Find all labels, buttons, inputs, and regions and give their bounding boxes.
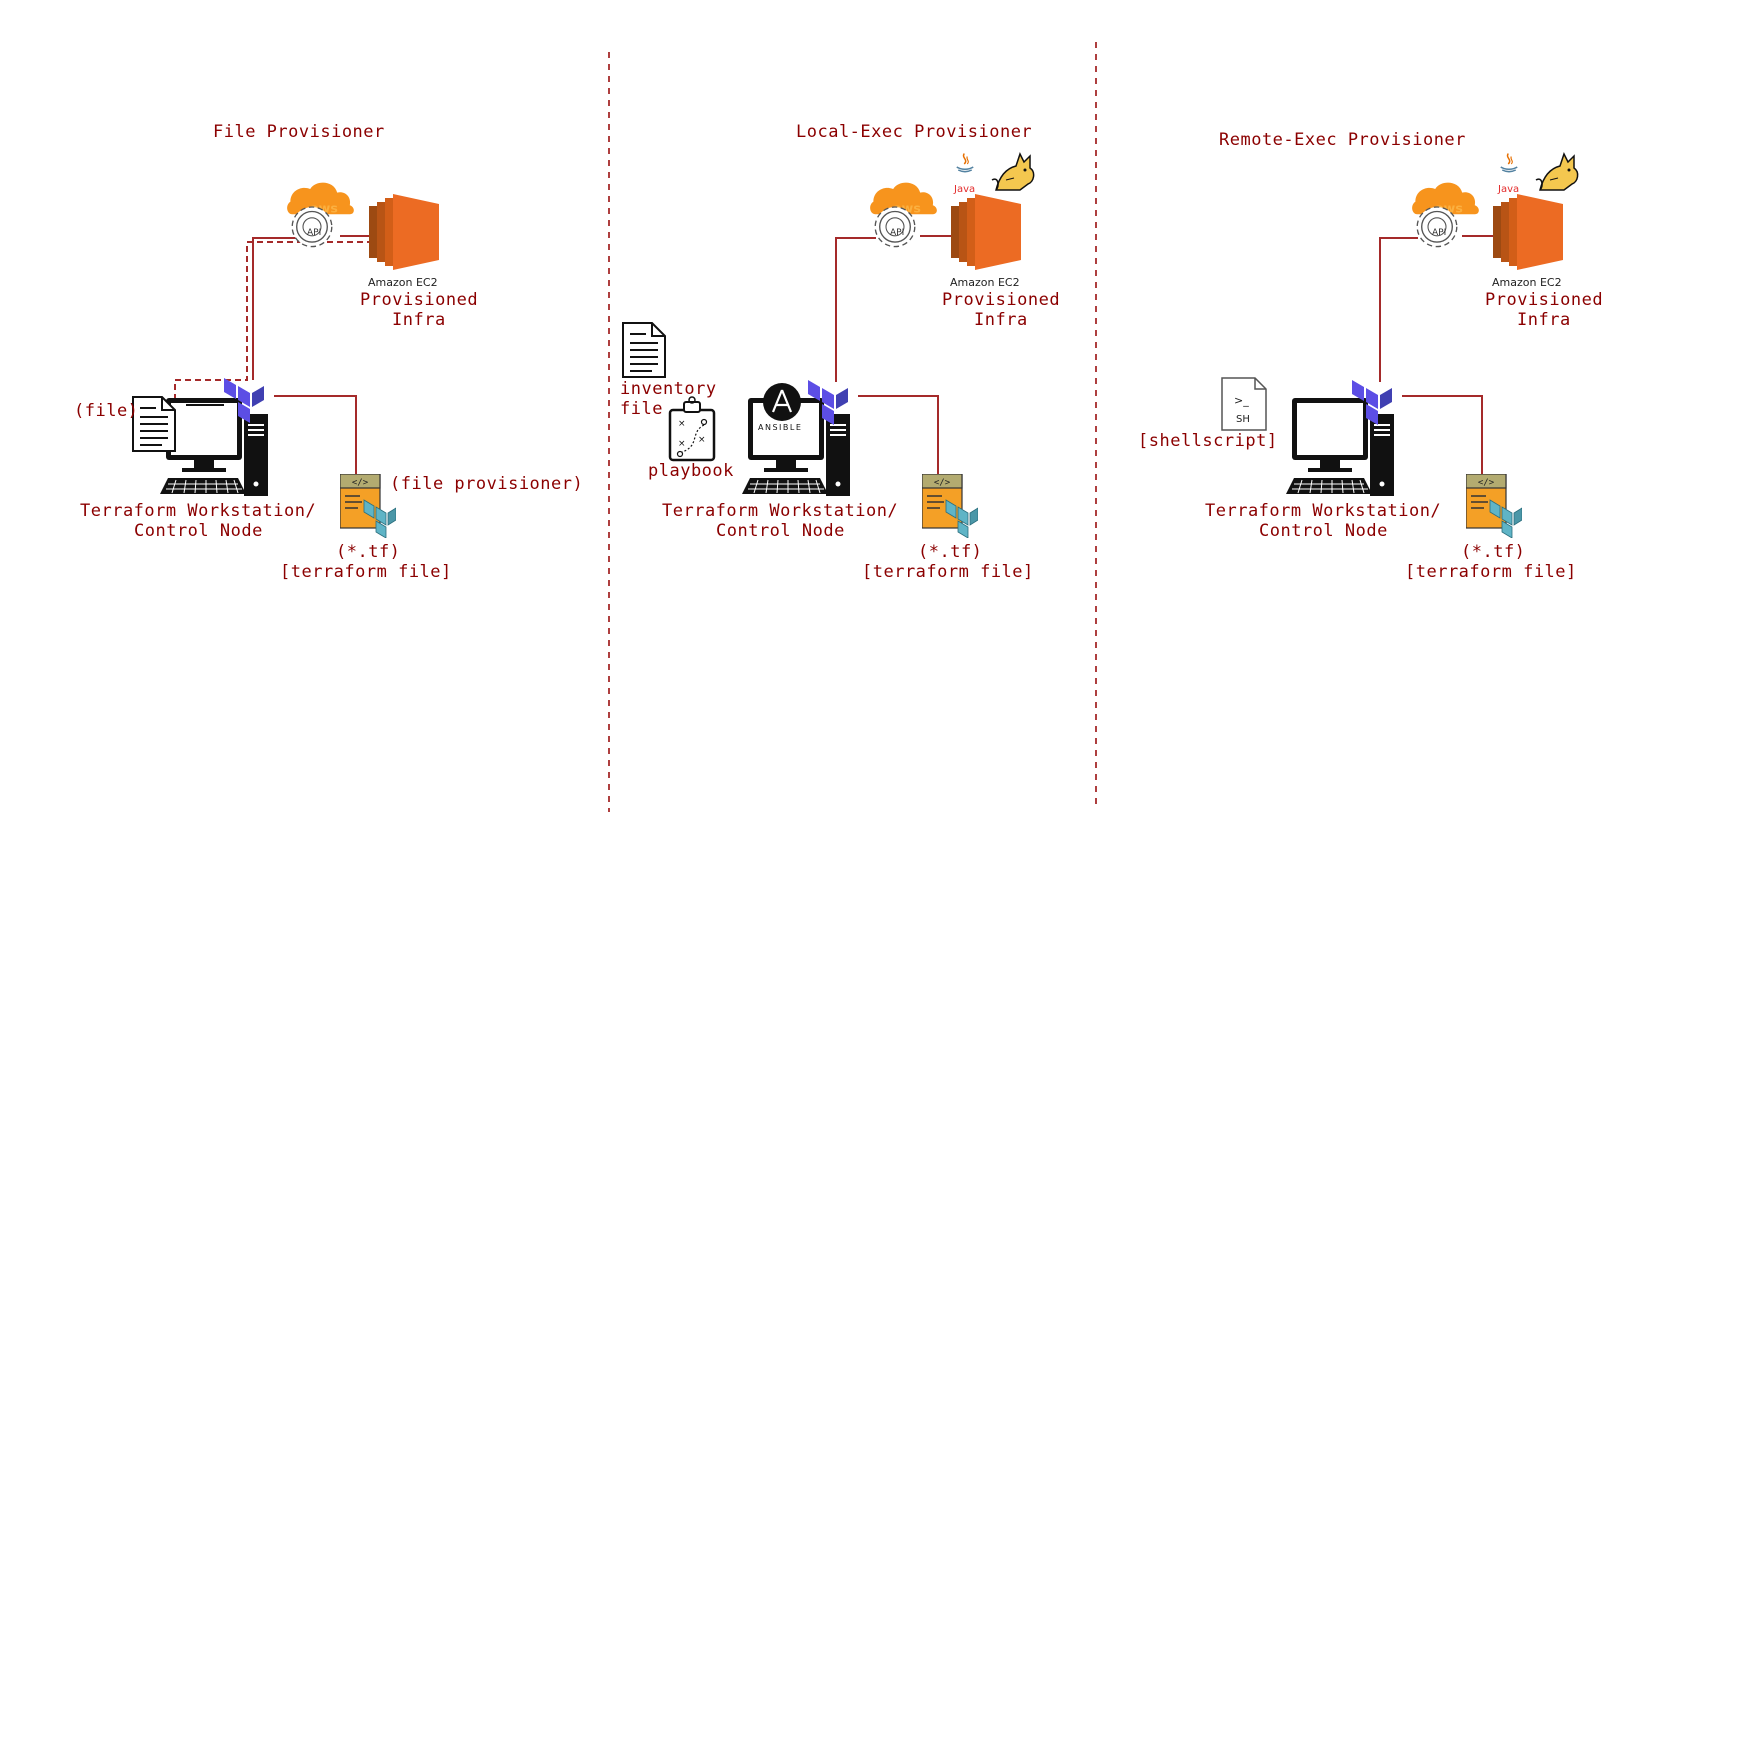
infra-label-line1: Provisioned xyxy=(942,290,1060,310)
infra-label-line1: Provisioned xyxy=(1485,290,1603,310)
node-label-line1: Terraform Workstation/ xyxy=(80,501,316,521)
inventory-label-line1: inventory xyxy=(620,379,717,399)
tf-label-line1: (*.tf) xyxy=(336,542,400,562)
aws-api-icon: API xyxy=(286,181,355,248)
svg-text:×: × xyxy=(678,439,686,449)
java-icon xyxy=(1499,152,1519,173)
ec2-icon xyxy=(369,194,439,270)
ansible-label: ANSIBLE xyxy=(758,423,802,432)
file-provisioner-label: (file provisioner) xyxy=(390,474,583,494)
node-label-line2: Control Node xyxy=(1259,521,1388,541)
connector-tf-to-api xyxy=(1379,237,1418,382)
shellscript-file-icon: >_ SH xyxy=(1221,377,1267,431)
aws-api-icon: API xyxy=(1411,181,1480,248)
api-label: API xyxy=(1432,228,1446,238)
terraform-file-icon xyxy=(1466,474,1522,538)
ec2-label: Amazon EC2 xyxy=(368,276,438,289)
panel-title: File Provisioner xyxy=(213,122,385,142)
tomcat-icon xyxy=(1535,153,1579,191)
infra-label-line2: Infra xyxy=(392,310,446,330)
tomcat-icon xyxy=(991,153,1035,191)
screen-dash xyxy=(186,404,224,406)
ansible-logo-icon: ANSIBLE xyxy=(758,383,802,432)
ec2-label: Amazon EC2 xyxy=(950,276,1020,289)
infra-label-line2: Infra xyxy=(974,310,1028,330)
ec2-label: Amazon EC2 xyxy=(1492,276,1562,289)
connector-tf-to-tffile xyxy=(1402,395,1483,474)
java-label: Java xyxy=(1497,184,1519,195)
infra-label-line2: Infra xyxy=(1517,310,1571,330)
file-transfer-path xyxy=(174,241,370,400)
tf-label-line2: [terraform file] xyxy=(280,562,452,582)
node-label-line1: Terraform Workstation/ xyxy=(1205,501,1441,521)
tf-label-line1: (*.tf) xyxy=(1461,542,1525,562)
panel-remote-exec-provisioner: Remote-Exec Provisioner API Java Amazon … xyxy=(1138,130,1603,582)
tf-label-line2: [terraform file] xyxy=(862,562,1034,582)
panel-local-exec-provisioner: Local-Exec Provisioner API Java Amazon E… xyxy=(620,122,1060,582)
node-label-line2: Control Node xyxy=(134,521,263,541)
panel-title: Local-Exec Provisioner xyxy=(796,122,1032,142)
svg-text:×: × xyxy=(698,435,706,445)
sh-prompt: >_ xyxy=(1234,394,1249,407)
aws-api-icon: API xyxy=(869,181,938,248)
ec2-icon xyxy=(951,194,1021,270)
sh-label: SH xyxy=(1236,414,1250,425)
api-label: API xyxy=(307,228,321,238)
connector-tf-to-api xyxy=(252,237,296,380)
infra-label-line1: Provisioned xyxy=(360,290,478,310)
playbook-clipboard-icon: × × × xyxy=(668,396,716,462)
api-label: API xyxy=(890,228,904,238)
connector-tf-to-tffile xyxy=(274,395,357,474)
tf-label-line2: [terraform file] xyxy=(1405,562,1577,582)
inventory-document-icon xyxy=(622,322,666,378)
terraform-file-icon xyxy=(340,474,396,538)
terraform-file-icon xyxy=(922,474,978,538)
svg-text:×: × xyxy=(678,419,686,429)
inventory-label-line2: file xyxy=(620,399,663,419)
panel-file-provisioner: File Provisioner API Amazon EC2 Provisio… xyxy=(74,122,583,582)
java-icon xyxy=(955,152,975,173)
java-label: Java xyxy=(953,184,975,195)
file-document-icon xyxy=(132,396,176,452)
shellscript-label: [shellscript] xyxy=(1138,431,1278,451)
playbook-label: playbook xyxy=(648,461,734,481)
connector-tf-to-tffile xyxy=(858,395,939,474)
connector-tf-to-api xyxy=(835,237,876,382)
tf-label-line1: (*.tf) xyxy=(918,542,982,562)
ec2-icon xyxy=(1493,194,1563,270)
node-label-line1: Terraform Workstation/ xyxy=(662,501,898,521)
node-label-line2: Control Node xyxy=(716,521,845,541)
workstation-icon xyxy=(159,397,269,497)
file-label: (file) xyxy=(74,401,138,421)
panel-title: Remote-Exec Provisioner xyxy=(1219,130,1466,150)
